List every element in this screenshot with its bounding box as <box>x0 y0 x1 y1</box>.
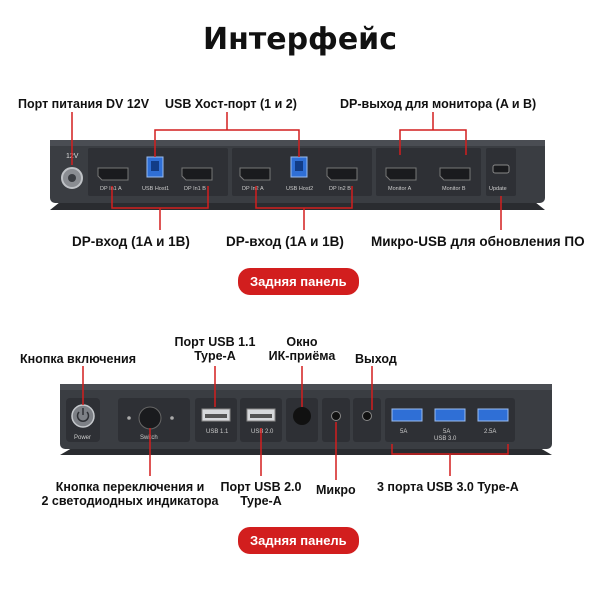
usb-host1-port-icon <box>146 156 164 178</box>
usb30-port2-text: 5A <box>443 429 450 435</box>
ir-window-label-line1: Окно <box>286 335 318 349</box>
usb-host2-port-icon <box>290 156 308 178</box>
dp-out-label: DP-выход для монитора (A и B) <box>340 97 537 111</box>
usb-host2-text: USB Host2 <box>286 186 313 192</box>
ir-window-icon <box>293 407 311 425</box>
update-text: Update <box>489 186 507 192</box>
dp-in-1b-port-icon <box>181 167 213 181</box>
dp-1a-text: DP In1 A <box>100 186 122 192</box>
ir-window-label-line2: ИК-приёма <box>268 349 336 363</box>
dp-in-2b-port-icon <box>326 167 358 181</box>
rear-panel-badge-2: Задняя панель <box>238 527 359 554</box>
power-button-label: Кнопка включения <box>20 352 137 366</box>
usb30-port1-text: 5A <box>400 429 407 435</box>
audio-out-label: Выход <box>355 352 397 366</box>
monitor-a-port-icon <box>385 167 417 181</box>
usb20-label-line1: Порт USB 2.0 <box>220 480 302 494</box>
usb11-text: USB 1.1 <box>206 429 229 435</box>
dp-in-1a-port-icon <box>97 167 129 181</box>
usb11-label-line1: Порт USB 1.1 <box>174 335 256 349</box>
monitor-a-text: Monitor A <box>388 186 412 192</box>
rear-panel-device <box>50 140 545 210</box>
usb30-port3-text: 2.5A <box>484 429 496 435</box>
power-jack-icon <box>61 167 83 189</box>
dp-in-left-label: DP-вход (1A и 1B) <box>72 234 190 249</box>
usb20-text: USB 2.0 <box>251 429 274 435</box>
mic-label: Микро <box>316 483 356 497</box>
bottom-callout-lines <box>82 366 509 480</box>
power-text: Power <box>74 435 91 441</box>
switch-label-line2: 2 светодиодных индикатора <box>41 494 219 508</box>
rear-panel-badge-1: Задняя панель <box>238 268 359 295</box>
usb-host1-text: USB Host1 <box>142 186 169 192</box>
monitor-b-text: Monitor B <box>442 186 466 192</box>
dp-in-right-label: DP-вход (1A и 1B) <box>226 234 344 249</box>
usb20-port-icon <box>246 408 276 422</box>
dp-2b-text: DP In2 B <box>329 186 351 192</box>
audio-out-jack-icon <box>362 411 372 421</box>
ir-window-label: Окно ИК-приёма <box>262 335 342 363</box>
usb20-label-line2: Type-A <box>240 494 282 508</box>
dp-in-2a-port-icon <box>239 167 271 181</box>
usb30-label: 3 порта USB 3.0 Type-A <box>377 480 519 494</box>
monitor-b-port-icon <box>439 167 471 181</box>
micro-usb-update-label: Микро-USB для обновления ПО <box>371 234 585 249</box>
usb20-label: Порт USB 2.0 Type-A <box>215 480 307 508</box>
dp-2a-text: DP In2 A <box>242 186 264 192</box>
usb11-port-icon <box>201 408 231 422</box>
top-callout-lines <box>71 112 502 230</box>
mic-jack-icon <box>331 411 341 421</box>
switch-label-line1: Кнопка переключения и <box>55 480 205 494</box>
micro-usb-port-icon <box>492 164 510 174</box>
switch-label: Кнопка переключения и 2 светодиодных инд… <box>20 480 240 508</box>
usb30-ports-icon <box>391 408 509 422</box>
power-port-label: Порт питания DV 12V <box>18 97 150 111</box>
usb30-text: USB 3.0 <box>434 436 457 442</box>
switch-text: Switch <box>140 435 158 441</box>
page-title: Интерфейс <box>203 22 397 57</box>
usb11-label-line2: Type-A <box>194 349 236 363</box>
usb-host-label: USB Хост-порт (1 и 2) <box>165 97 297 111</box>
usb11-label: Порт USB 1.1 Type-A <box>170 335 260 363</box>
dp-1b-text: DP In1 B <box>184 186 206 192</box>
